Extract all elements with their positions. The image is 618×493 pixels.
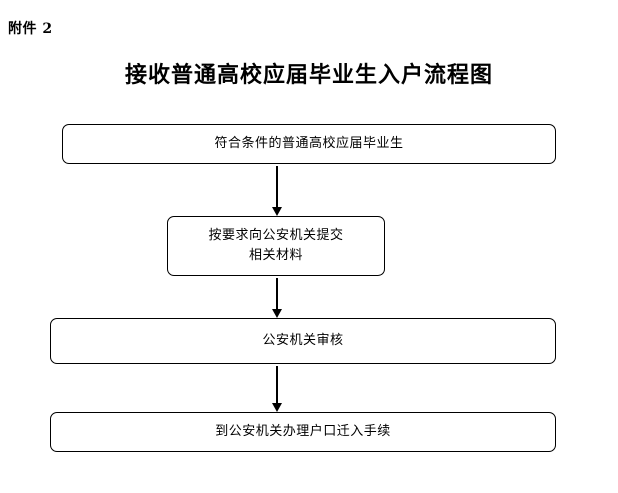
flow-node-line: 公安机关审核 bbox=[262, 332, 344, 348]
flow-node-applicant: 符合条件的普通高校应届毕业生 bbox=[62, 124, 556, 164]
page-title: 接收普通高校应届毕业生入户流程图 bbox=[124, 62, 493, 88]
flow-node-submit-materials: 按要求向公安机关提交 相关材料 bbox=[167, 216, 385, 276]
flow-node-line: 符合条件的普通高校应届毕业生 bbox=[214, 135, 404, 151]
flow-node-line: 到公安机关办理户口迁入手续 bbox=[215, 423, 391, 439]
arrow-shaft bbox=[276, 166, 278, 207]
arrow-head-icon bbox=[272, 403, 282, 412]
flow-node-line: 相关材料 bbox=[248, 248, 303, 263]
flow-node-household-transfer: 到公安机关办理户口迁入手续 bbox=[50, 412, 556, 452]
arrow-shaft bbox=[276, 278, 278, 309]
flow-node-police-review: 公安机关审核 bbox=[50, 318, 556, 364]
arrow-head-icon bbox=[272, 207, 282, 216]
arrow-head-icon bbox=[272, 309, 282, 318]
attachment-label: 附件 2 bbox=[8, 21, 53, 37]
arrow-shaft bbox=[276, 366, 278, 403]
flow-node-line: 按要求向公安机关提交 bbox=[208, 227, 344, 243]
